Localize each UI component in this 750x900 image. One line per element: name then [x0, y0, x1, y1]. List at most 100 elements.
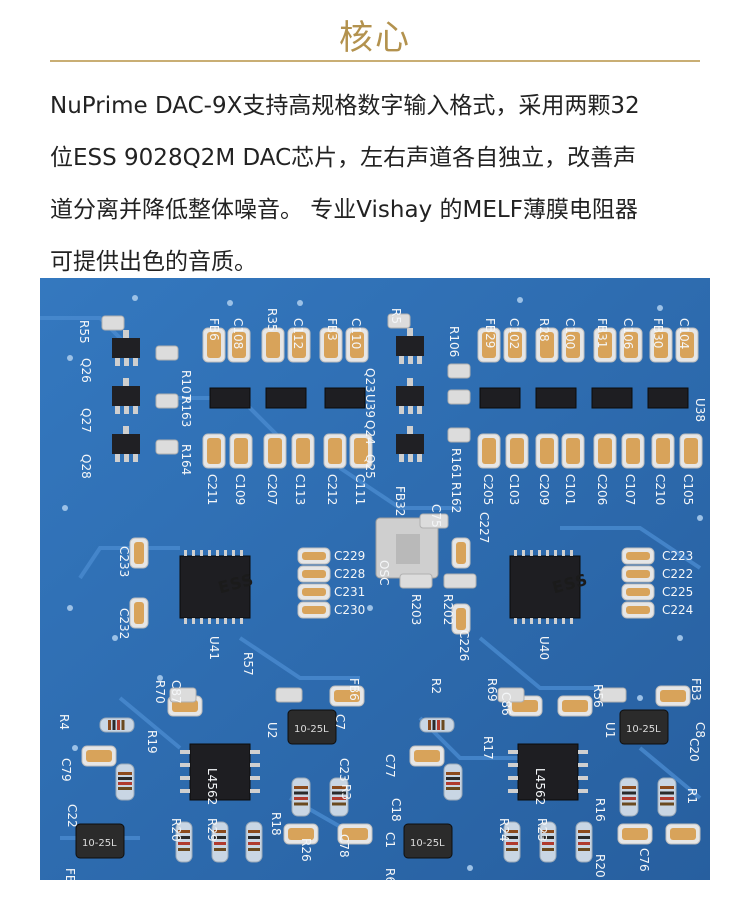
silkscreen-label: FB3 [325, 318, 339, 341]
silkscreen-label: U40 [537, 636, 551, 660]
description-line: NuPrime DAC-9X支持高规格数字输入格式，采用两颗32 [50, 93, 640, 119]
silkscreen-label: L4562 [205, 768, 219, 805]
silkscreen-label: L4562 [533, 768, 547, 805]
solder-pad [169, 687, 197, 703]
silkscreen-label: C111 [353, 474, 367, 505]
silkscreen-label: C231 [334, 585, 365, 599]
silkscreen-label: C113 [293, 474, 307, 505]
silkscreen-label: R24 [497, 818, 511, 842]
silkscreen-label: C76 [637, 848, 651, 872]
pcb-via [517, 297, 523, 303]
solder-pad [155, 393, 179, 409]
pcb-via [637, 695, 643, 701]
pcb-via [297, 300, 303, 306]
silkscreen-label: R164 [179, 444, 193, 475]
silkscreen-label: C110 [349, 318, 363, 349]
silkscreen-label: R163 [179, 396, 193, 427]
inductor-marking: 10-25L [82, 838, 117, 849]
solder-pad [419, 513, 449, 529]
solder-pad [101, 315, 125, 331]
silkscreen-label: C79 [59, 758, 73, 782]
silkscreen-label: C232 [117, 608, 131, 639]
description-line: 道分离并降低整体噪音。 专业Vishay 的MELF薄膜电阻器 [50, 197, 638, 223]
pcb-trace [78, 546, 180, 580]
silkscreen-label: R161 [449, 448, 463, 479]
solder-pad [447, 427, 471, 443]
silkscreen-label: FB6 [207, 318, 221, 341]
silkscreen-label: C104 [677, 318, 691, 349]
pcb-via [67, 355, 73, 361]
inductor-marking: 10-25L [410, 838, 445, 849]
solder-pad [275, 687, 303, 703]
silkscreen-label: R17 [481, 736, 495, 760]
silkscreen-label: R29 [205, 818, 219, 842]
silkscreen-label: FB30 [651, 318, 665, 348]
silkscreen-label: C228 [334, 567, 365, 581]
silkscreen-label: R6 [383, 868, 397, 880]
section-title: 核心 [339, 18, 411, 58]
transistor [396, 434, 424, 454]
title-divider [50, 60, 700, 62]
silkscreen-label: FB6 [347, 678, 361, 701]
silkscreen-label: C226 [457, 630, 471, 661]
silkscreen-label: R2 [429, 678, 443, 694]
silkscreen-label: R4 [57, 714, 71, 730]
silkscreen-label: R35 [265, 308, 279, 332]
dac-chip-left [179, 555, 251, 619]
pcb-trace [238, 636, 360, 680]
silkscreen-label: C108 [231, 318, 245, 349]
solder-pad [447, 389, 471, 405]
pcb-via [67, 605, 73, 611]
silkscreen-label: R3 [339, 784, 353, 800]
pcb-board [40, 278, 710, 880]
silkscreen-label: C105 [681, 474, 695, 505]
silkscreen-label: Q25 [363, 454, 377, 479]
silkscreen-label: Q23 [363, 368, 377, 393]
silkscreen-label: C7 [333, 714, 347, 730]
silkscreen-label: OSC [377, 560, 391, 585]
transistor [112, 386, 140, 406]
silkscreen-label: C227 [477, 512, 491, 543]
silkscreen-label: FB5 [63, 868, 77, 880]
silkscreen-label: C77 [383, 754, 397, 778]
silkscreen-label: C87 [169, 680, 183, 704]
inductor-marking: 10-25L [294, 724, 329, 735]
silkscreen-label: FB32 [393, 486, 407, 516]
opamp-chip-right [517, 743, 579, 801]
silkscreen-label: C75 [429, 504, 443, 528]
dac-chip-right [509, 555, 581, 619]
silkscreen-label: C210 [653, 474, 667, 505]
silkscreen-label: C102 [507, 318, 521, 349]
silkscreen-label: U41 [207, 636, 221, 660]
solder-pad [387, 313, 411, 329]
silkscreen-label: C18 [389, 798, 403, 822]
silkscreen-label: C206 [595, 474, 609, 505]
silkscreen-label: C233 [117, 546, 131, 577]
silkscreen-label: R19 [145, 730, 159, 754]
silkscreen-label: R18 [269, 812, 283, 836]
silkscreen-label: C22 [65, 804, 79, 828]
silkscreen-label: R26 [299, 838, 313, 862]
silkscreen-label: C8 [693, 722, 707, 738]
solder-pad [497, 687, 525, 703]
silkscreen-label: C86 [499, 692, 513, 716]
pcb-via [677, 635, 683, 641]
silkscreen-label: R203 [409, 594, 423, 625]
silkscreen-label: R16 [593, 798, 607, 822]
pcb-via [227, 300, 233, 306]
regulator-chip [479, 387, 521, 409]
pcb-via [132, 295, 138, 301]
silkscreen-label: FB31 [595, 318, 609, 348]
silkscreen-label: C109 [233, 474, 247, 505]
regulator-chip [209, 387, 251, 409]
solder-pad [599, 687, 627, 703]
silkscreen-label: R69 [485, 678, 499, 702]
silkscreen-label: Q27 [79, 408, 93, 433]
silkscreen-label: R70 [153, 680, 167, 704]
silkscreen-label: R56 [591, 684, 605, 708]
silkscreen-label: U39 [363, 394, 377, 418]
silkscreen-label: R202 [441, 594, 455, 625]
